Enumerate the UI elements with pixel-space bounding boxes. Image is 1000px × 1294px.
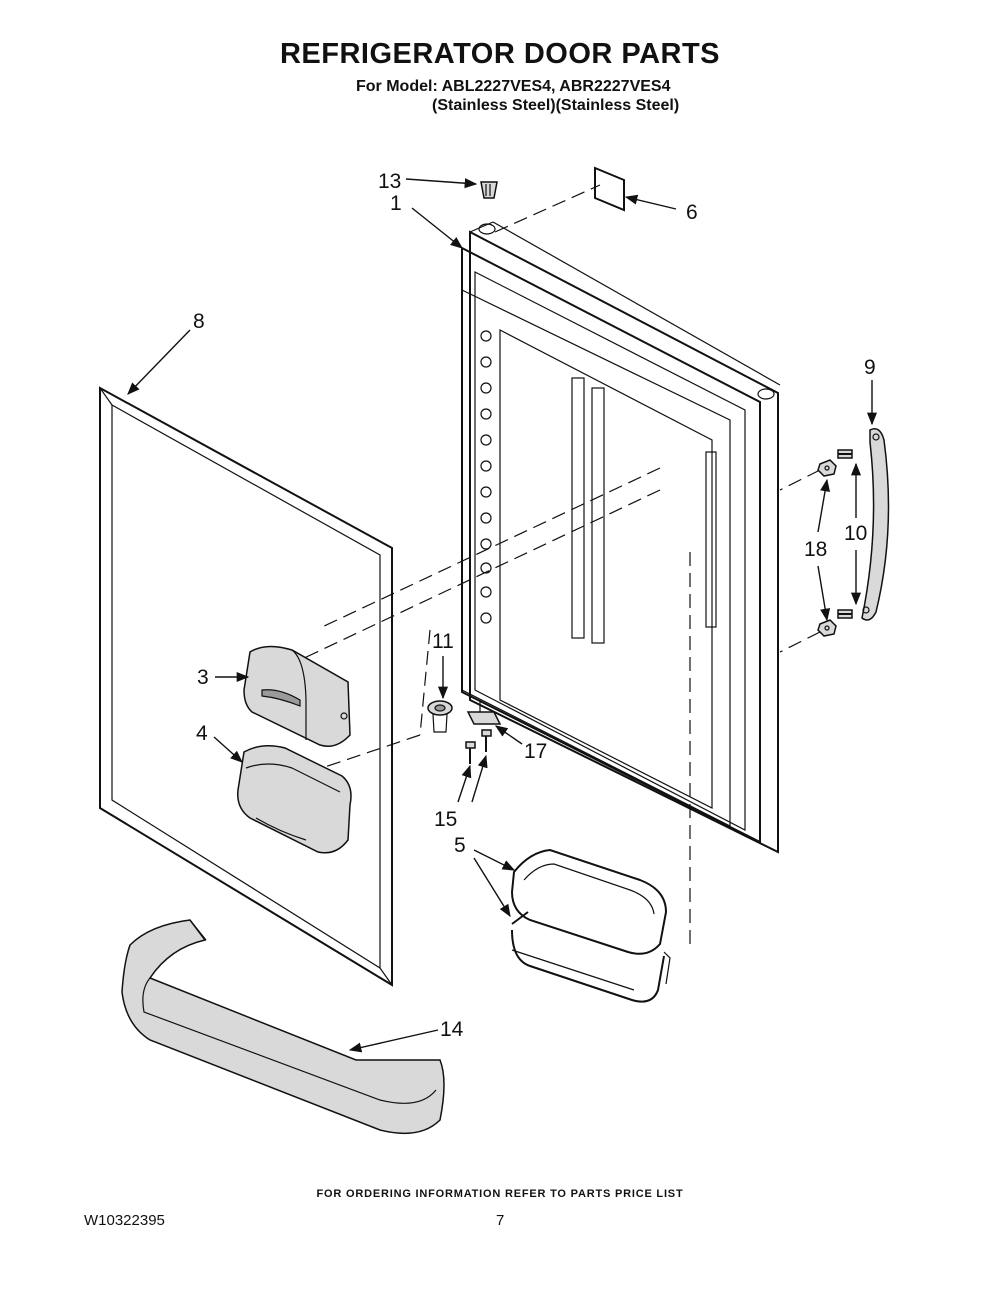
document-number: W10322395 [84, 1212, 165, 1229]
callout-17: 17 [524, 740, 547, 763]
callout-4: 4 [196, 722, 208, 745]
callout-5: 5 [454, 834, 466, 857]
door-bins-part-5 [510, 848, 671, 1003]
assembly-lines [299, 184, 821, 950]
ordering-note: FOR ORDERING INFORMATION REFER TO PARTS … [316, 1188, 684, 1200]
fitting-part-11 [427, 700, 453, 733]
callout-15: 15 [434, 808, 457, 831]
callout-1: 1 [390, 192, 402, 215]
bracket-part-17 [466, 700, 502, 725]
callout-14: 14 [440, 1018, 464, 1041]
nuts-part-18 [817, 459, 837, 637]
variant-line: (Stainless Steel)(Stainless Steel) [432, 97, 680, 114]
callout-6: 6 [686, 201, 698, 224]
bin-part-4 [237, 745, 352, 854]
page-title: REFRIGERATOR DOOR PARTS [279, 38, 721, 70]
door-panel-part-8 [99, 386, 393, 987]
screws-part-10 [837, 449, 853, 619]
cover-part-3 [243, 645, 351, 747]
handle-part-9 [861, 428, 890, 621]
callout-8: 8 [193, 310, 205, 333]
callout-labels: 13 1 6 8 9 10 18 11 3 4 17 15 5 14 [193, 170, 876, 1041]
screws-part-15 [465, 729, 492, 764]
callout-18: 18 [804, 538, 827, 561]
model-line: For Model: ABL2227VES4, ABR2227VES4 [356, 78, 671, 95]
callout-3: 3 [197, 666, 209, 689]
door-liner-part-1 [461, 221, 781, 854]
page-number: 7 [496, 1212, 505, 1229]
callout-10: 10 [844, 522, 867, 545]
shelf-support-bumps [480, 330, 492, 624]
shelf-bin-part-14 [121, 919, 445, 1135]
label-part-6 [594, 166, 625, 212]
callout-13: 13 [378, 170, 401, 193]
leader-lines [127, 178, 878, 1053]
plug-part-13 [480, 181, 498, 199]
callout-9: 9 [864, 356, 876, 379]
callout-11: 11 [432, 630, 454, 653]
